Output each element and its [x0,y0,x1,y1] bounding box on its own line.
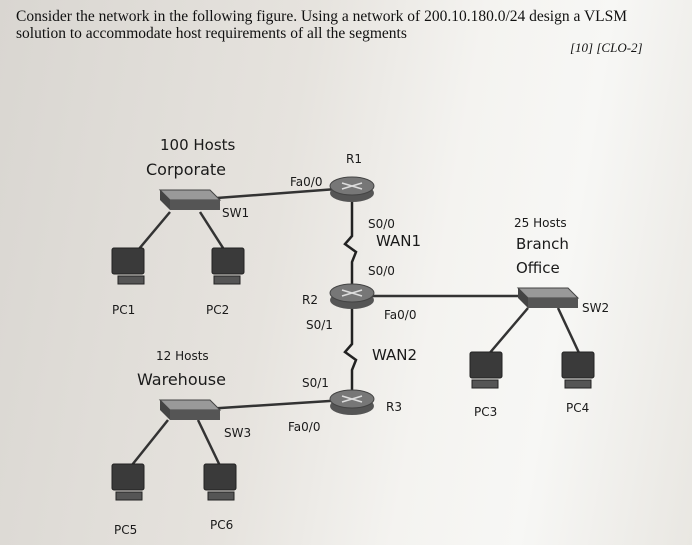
warehouse-hosts-label: 12 Hosts [156,349,209,363]
network-links [127,186,582,471]
r3-fa-label: Fa0/0 [288,420,321,434]
pc6-icon [203,463,237,501]
marks-label: [10] [CLO-2] [570,40,643,55]
sw1-label: SW1 [222,206,250,220]
wan1-link [343,198,358,284]
pc-icons [111,247,595,501]
wan-links [343,198,358,394]
corporate-name-label: Corporate [146,160,226,179]
r3-name-label: R3 [386,400,402,414]
pc5-icon [111,463,145,501]
r2-fa-label: Fa0/0 [384,308,417,322]
question-text: Consider the network in the following fi… [16,8,676,42]
branch-name-line1: Branch [516,235,569,253]
wan1-label: WAN1 [376,232,422,250]
router-r1 [329,176,375,202]
corporate-hosts-label: 100 Hosts [160,136,236,154]
wan2-link [343,306,358,394]
question-line-1: Consider the network in the following fi… [16,8,628,25]
r1-fa-label: Fa0/0 [290,175,323,189]
router-r2 [329,283,375,309]
branch-name-line2: Office [516,259,560,277]
r2-s0-label: S0/0 [368,264,395,278]
router-r3 [329,389,375,415]
pc3-icon [469,351,503,389]
r1-s-label: S0/0 [368,217,395,231]
sw3-label: SW3 [224,426,252,440]
pc4-label: PC4 [566,401,590,415]
sw2-label: SW2 [582,301,610,315]
pc4-icon [561,351,595,389]
pc1-icon [111,247,145,285]
r2-s1-label: S0/1 [306,318,333,332]
link-sw3-pc6 [196,419,224,471]
link-sw2-pc3 [487,307,529,356]
wan2-label: WAN2 [372,346,418,364]
r2-name-label: R2 [302,293,318,307]
switch-sw3 [158,399,222,420]
link-sw2-pc4 [556,307,582,356]
switch-sw1 [158,189,222,210]
link-sw3-pc5 [127,419,169,471]
question-line-2: solution to accommodate host requirement… [16,25,407,42]
r1-name-label: R1 [346,152,362,166]
r3-s-label: S0/1 [302,376,329,390]
pc2-label: PC2 [206,303,230,317]
switch-sw2 [516,287,580,308]
warehouse-name-label: Warehouse [137,370,226,389]
pc3-label: PC3 [474,405,498,419]
pc1-label: PC1 [112,303,136,317]
pc6-label: PC6 [210,518,234,532]
branch-hosts-label: 25 Hosts [514,216,567,230]
pc2-icon [211,247,245,285]
pc5-label: PC5 [114,523,138,537]
